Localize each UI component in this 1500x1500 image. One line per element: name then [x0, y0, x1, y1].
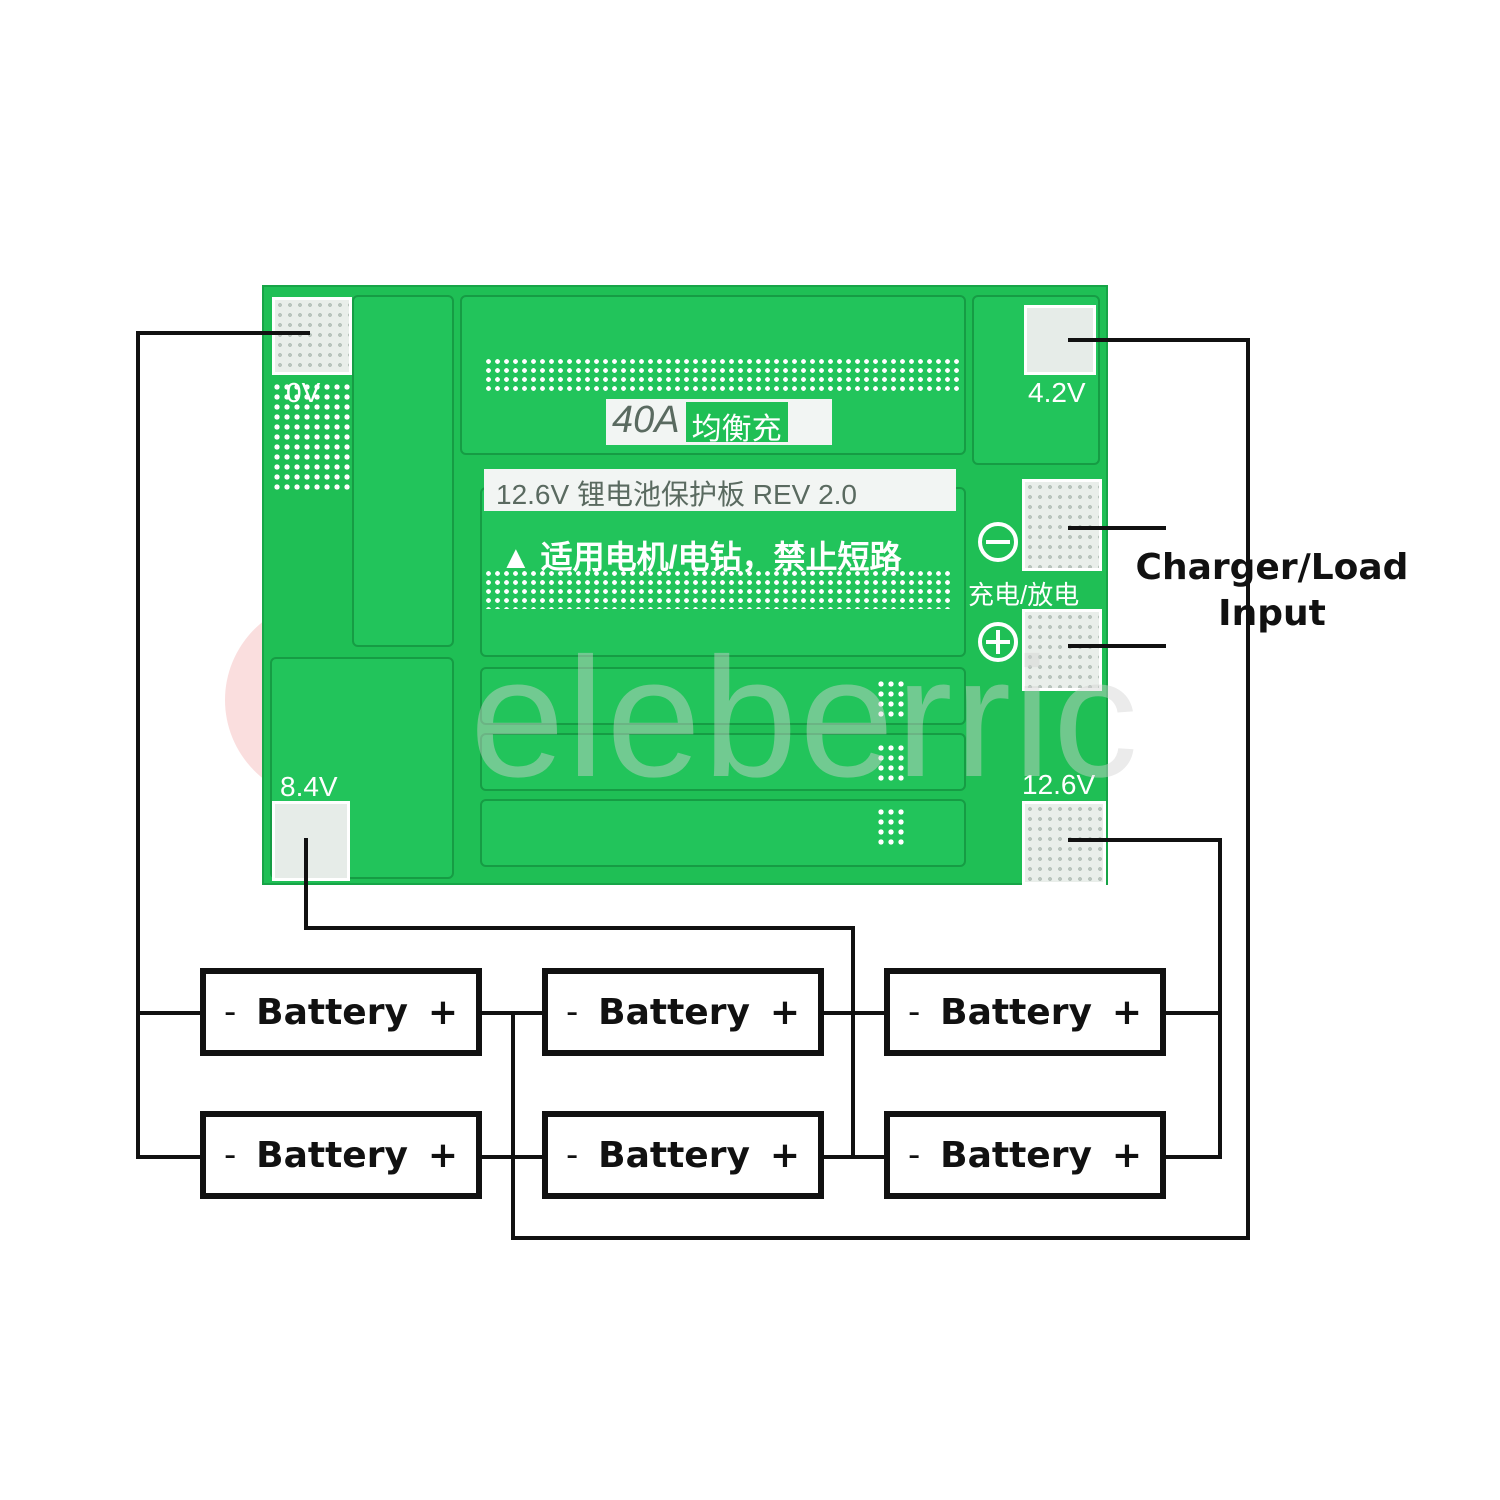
battery-label: Battery	[598, 1134, 750, 1176]
battery-plus: +	[1111, 1134, 1142, 1176]
pad-positive	[1022, 609, 1102, 691]
charger-load-line2: Input	[1218, 593, 1326, 634]
protection-board: 0V 4.2V 8.4V 12.6V 40A 均衡充 12.6V 锂电池保护板 …	[262, 285, 1108, 885]
battery-minus: -	[908, 992, 921, 1032]
pad-negative	[1022, 479, 1102, 571]
pad-0v	[272, 297, 352, 375]
battery-g3-bottom: - Battery +	[884, 1111, 1166, 1199]
warning-icon: ▲	[500, 539, 532, 575]
copper-block-left-top	[352, 295, 454, 647]
via-cluster-2	[876, 743, 906, 783]
pad-8v4	[272, 801, 350, 881]
label-8v4: 8.4V	[280, 771, 338, 802]
current-rating-box: 40A 均衡充	[606, 399, 832, 446]
wire-4v2	[1068, 338, 1250, 650]
label-current: 40A	[612, 399, 680, 441]
battery-plus: +	[1111, 991, 1142, 1033]
wire-12v6	[1068, 838, 1222, 1159]
battery-plus: +	[769, 991, 800, 1033]
label-balance: 均衡充	[685, 402, 788, 446]
label-warning: 适用电机/电钻，禁止短路	[540, 539, 902, 575]
battery-g2-top: - Battery +	[542, 968, 824, 1056]
battery-g2-bottom: - Battery +	[542, 1111, 824, 1199]
battery-g1-top: - Battery +	[200, 968, 482, 1056]
battery-minus: -	[224, 992, 237, 1032]
warning-text: ▲ 适用电机/电钻，禁止短路	[500, 532, 901, 578]
charger-load-line1: Charger/Load	[1135, 547, 1409, 588]
battery-minus: -	[224, 1135, 237, 1175]
battery-minus: -	[566, 1135, 579, 1175]
battery-minus: -	[566, 992, 579, 1032]
pad-12v6	[1022, 801, 1106, 885]
battery-label: Battery	[940, 1134, 1092, 1176]
wire-8v4	[304, 838, 855, 1157]
label-4v2: 4.2V	[1028, 377, 1086, 408]
battery-g1-bottom: - Battery +	[200, 1111, 482, 1199]
wire-4v2-lower	[511, 650, 1250, 1240]
via-array-middle	[484, 569, 950, 609]
battery-label: Battery	[940, 991, 1092, 1033]
battery-plus: +	[427, 991, 458, 1033]
battery-minus: -	[908, 1135, 921, 1175]
via-array-top	[484, 357, 960, 391]
battery-label: Battery	[256, 1134, 408, 1176]
battery-plus: +	[769, 1134, 800, 1176]
plus-icon	[978, 622, 1018, 662]
label-12v6: 12.6V	[1022, 769, 1096, 800]
charger-load-label: Charger/Load Input	[1122, 545, 1422, 637]
battery-plus: +	[427, 1134, 458, 1176]
via-cluster-1	[876, 679, 906, 719]
battery-label: Battery	[598, 991, 750, 1033]
label-model: 12.6V 锂电池保护板 REV 2.0	[484, 469, 956, 511]
label-charge-discharge: 充电/放电	[968, 580, 1080, 610]
via-cluster-3	[876, 807, 906, 847]
label-0v: 0V	[286, 377, 321, 408]
battery-label: Battery	[256, 991, 408, 1033]
via-array-left	[272, 382, 350, 492]
battery-g3-top: - Battery +	[884, 968, 1166, 1056]
wire-0v	[136, 331, 310, 1159]
minus-icon	[978, 522, 1018, 562]
